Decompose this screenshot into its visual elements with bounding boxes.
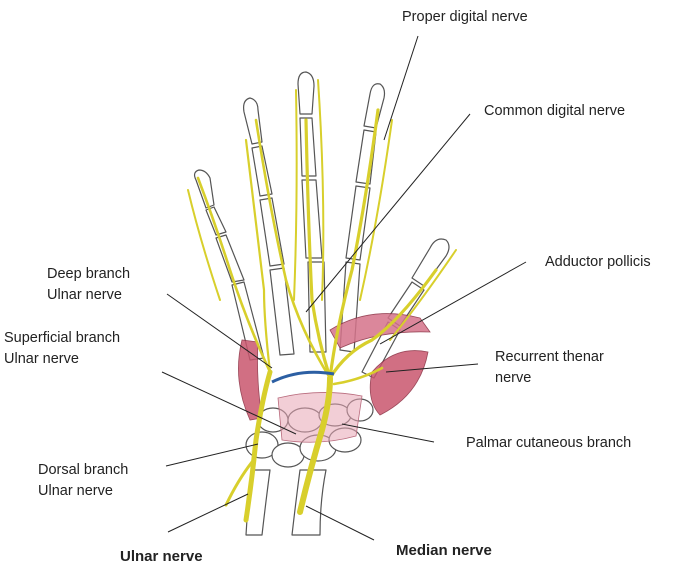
- label-palmar-cutaneous-branch: Palmar cutaneous branch: [466, 433, 631, 454]
- label-line-2: Ulnar nerve: [38, 483, 113, 499]
- label-text: Palmar cutaneous branch: [466, 435, 632, 451]
- label-text: Median nerve: [396, 542, 492, 559]
- label-superficial-branch-ulnar-nerve: Superficial branch Ulnar nerve: [4, 328, 120, 370]
- label-dorsal-branch-ulnar-nerve: Dorsal branch Ulnar nerve: [38, 460, 128, 502]
- carpal-ligament: [277, 392, 363, 443]
- label-adductor-pollicis: Adductor pollicis: [545, 252, 651, 273]
- label-ulnar-nerve: Ulnar nerve: [120, 546, 203, 567]
- label-text: Adductor pollicis: [545, 254, 651, 270]
- label-proper-digital-nerve: Proper digital nerve: [402, 7, 528, 28]
- label-line-2: nerve: [495, 370, 532, 386]
- label-line-2: Ulnar nerve: [47, 287, 122, 303]
- label-deep-branch-ulnar-nerve: Deep branch Ulnar nerve: [47, 264, 130, 306]
- label-common-digital-nerve: Common digital nerve: [484, 101, 625, 122]
- label-line-1: Superficial branch: [4, 330, 121, 346]
- nerves: [187, 79, 457, 523]
- label-text: Proper digital nerve: [402, 9, 528, 25]
- leader-lines: [161, 35, 527, 541]
- deep-branch-arc: [271, 370, 335, 384]
- label-text: Ulnar nerve: [120, 548, 203, 565]
- label-line-2: Ulnar nerve: [4, 351, 79, 367]
- label-line-1: Dorsal branch: [38, 462, 129, 478]
- label-line-1: Recurrent thenar: [495, 349, 604, 365]
- label-recurrent-thenar-nerve: Recurrent thenar nerve: [495, 347, 604, 389]
- label-median-nerve: Median nerve: [396, 540, 492, 561]
- label-text: Common digital nerve: [484, 103, 626, 119]
- label-line-1: Deep branch: [47, 266, 131, 282]
